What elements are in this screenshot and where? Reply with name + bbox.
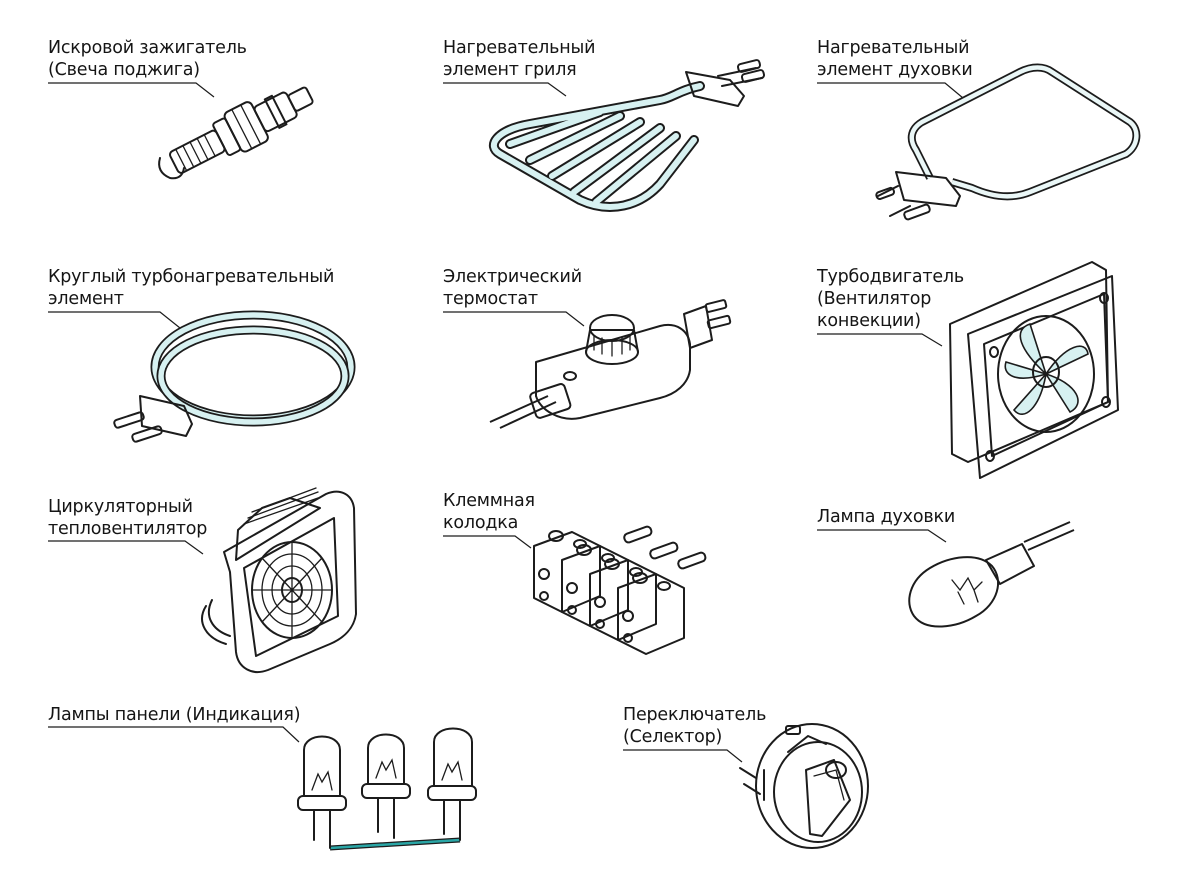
leader-lines — [48, 82, 964, 763]
label-line: конвекции) — [817, 311, 921, 331]
label-line: Нагревательный — [817, 38, 970, 58]
label-line: тепловентилятор — [48, 519, 208, 539]
label-line: Переключатель — [623, 705, 767, 725]
label-round-element: Круглый турбонагревательный элемент — [48, 266, 334, 310]
label-line: Круглый турбонагревательный — [48, 267, 335, 287]
label-line: Лампы панели (Индикация) — [48, 705, 301, 725]
label-oven-element: Нагревательный элемент духовки — [817, 37, 973, 81]
label-selector: Переключатель (Селектор) — [623, 704, 766, 748]
label-circ-fan: Циркуляторный тепловентилятор — [48, 496, 207, 540]
label-line: элемент духовки — [817, 60, 973, 80]
oven-lamp-icon — [908, 521, 1075, 628]
label-oven-lamp: Лампа духовки — [817, 506, 955, 528]
label-line: Турбодвигатель — [817, 267, 965, 287]
circulation-fan-heater-icon — [201, 487, 357, 673]
convection-fan-motor-icon — [949, 261, 1119, 479]
label-line: термостат — [443, 289, 538, 309]
indicator-lamps-icon — [297, 727, 477, 851]
label-line: Клеммная — [443, 491, 535, 511]
label-line: (Свеча поджига) — [48, 60, 200, 80]
thermostat-icon — [489, 299, 732, 429]
label-terminal-block: Клеммная колодка — [443, 490, 535, 534]
oven-heating-element-icon — [875, 63, 1141, 221]
round-convection-element-icon — [113, 310, 356, 443]
label-line: (Вентилятор — [817, 289, 932, 309]
label-line: элемент — [48, 289, 124, 309]
label-line: Циркуляторный — [48, 497, 193, 517]
selector-switch-icon — [739, 723, 869, 849]
label-spark-igniter: Искровой зажигатель (Свеча поджига) — [48, 37, 247, 81]
grill-heating-element-icon — [489, 59, 766, 212]
label-line: Искровой зажигатель — [48, 38, 247, 58]
label-line: Электрический — [443, 267, 582, 287]
label-line: элемент гриля — [443, 60, 577, 80]
label-line: колодка — [443, 513, 519, 533]
label-thermostat: Электрический термостат — [443, 266, 582, 310]
spark-plug-icon — [158, 86, 314, 180]
label-turbo-motor: Турбодвигатель (Вентилятор конвекции) — [817, 266, 964, 332]
label-line: Лампа духовки — [817, 507, 955, 527]
label-grill-element: Нагревательный элемент гриля — [443, 37, 595, 81]
terminal-block-icon — [533, 525, 707, 655]
label-panel-lamps: Лампы панели (Индикация) — [48, 704, 301, 726]
label-line: Нагревательный — [443, 38, 596, 58]
label-line: (Селектор) — [623, 727, 723, 747]
